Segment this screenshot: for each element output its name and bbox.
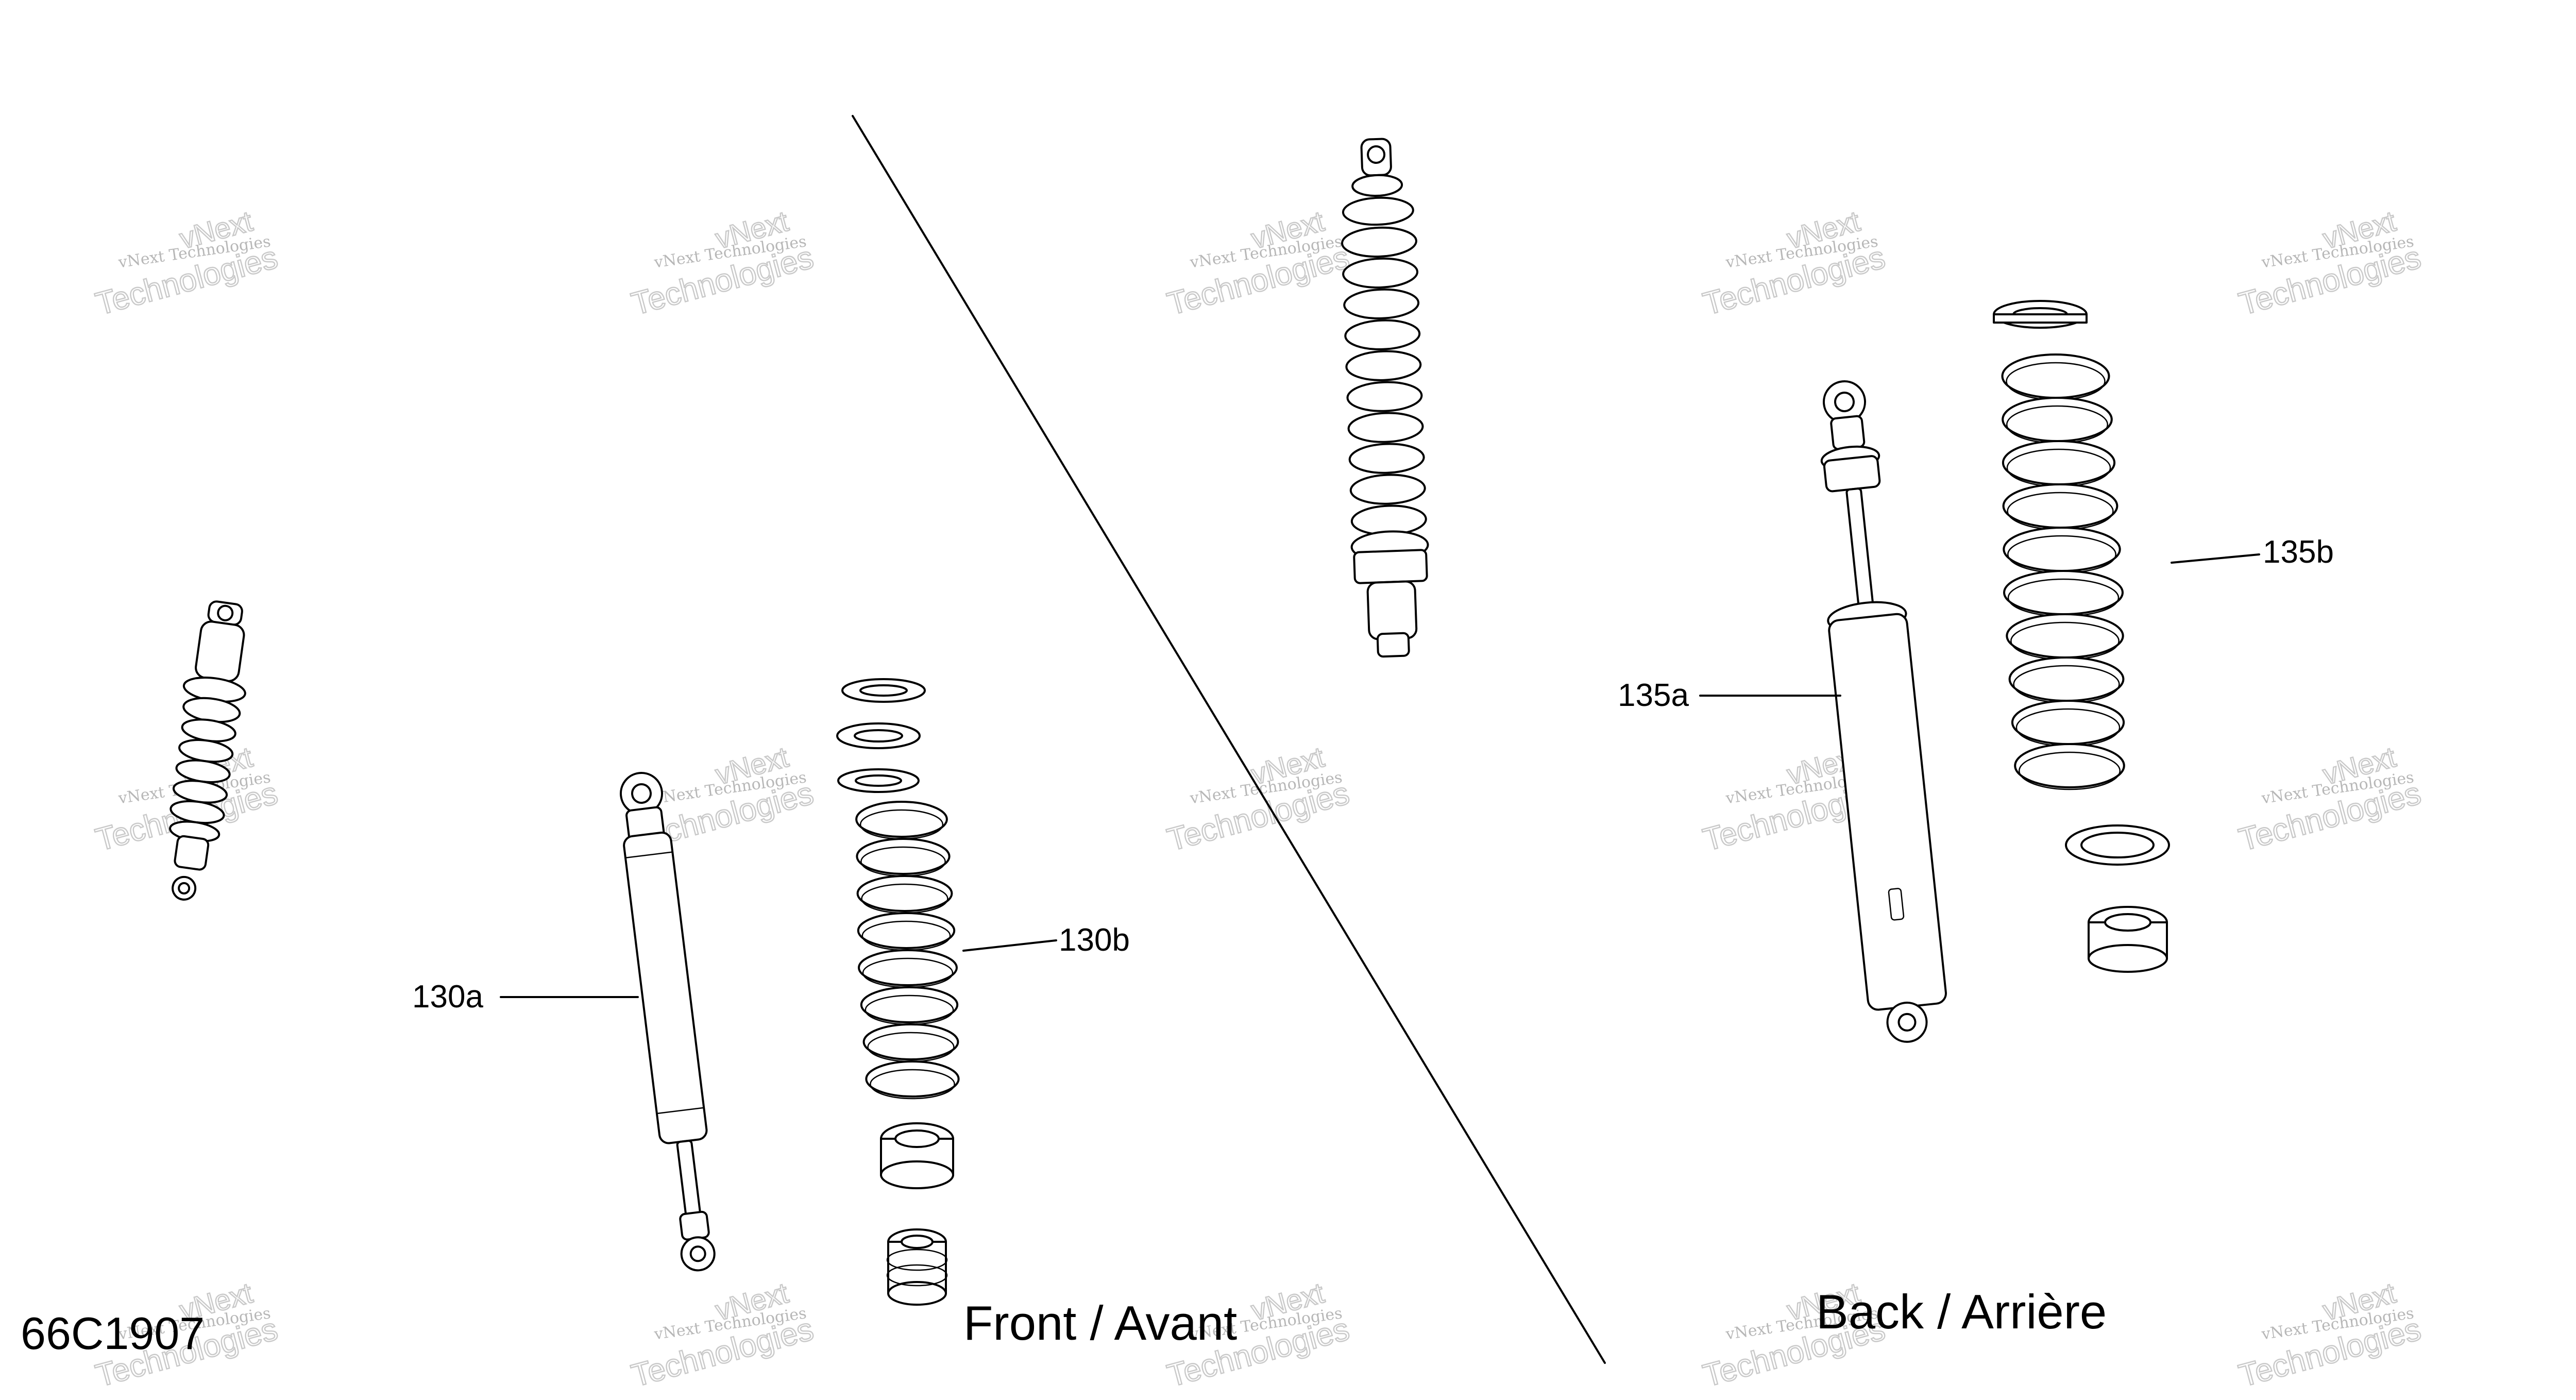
- callout-135a: 135a: [1618, 678, 1689, 713]
- callout-130b: 130b: [1059, 922, 1130, 958]
- section-divider: [852, 115, 1606, 1364]
- front-spring-130b: [836, 678, 926, 793]
- front-spring-lower-parts: [880, 1122, 954, 1306]
- rear-shock-assembly: [1341, 138, 1429, 658]
- section-title-back: Back / Arrière: [1816, 1285, 2107, 1339]
- rear-spring-coil: [2001, 353, 2125, 790]
- callout-135b: 135b: [2263, 534, 2334, 570]
- leader-135b: [2171, 553, 2260, 564]
- front-spring-coil: [855, 801, 960, 1100]
- front-shock-assembly: [169, 600, 246, 901]
- diagram-code: 66C1907: [21, 1308, 205, 1359]
- section-title-front: Front / Avant: [963, 1296, 1237, 1350]
- leader-130b: [962, 939, 1057, 952]
- rear-spring-lower-parts: [2065, 824, 2170, 973]
- rear-damper-135a: [1820, 380, 1947, 1043]
- callout-130a: 130a: [412, 979, 483, 1015]
- rear-spring-top-parts: [1993, 300, 2088, 329]
- front-damper-130a: [620, 772, 716, 1272]
